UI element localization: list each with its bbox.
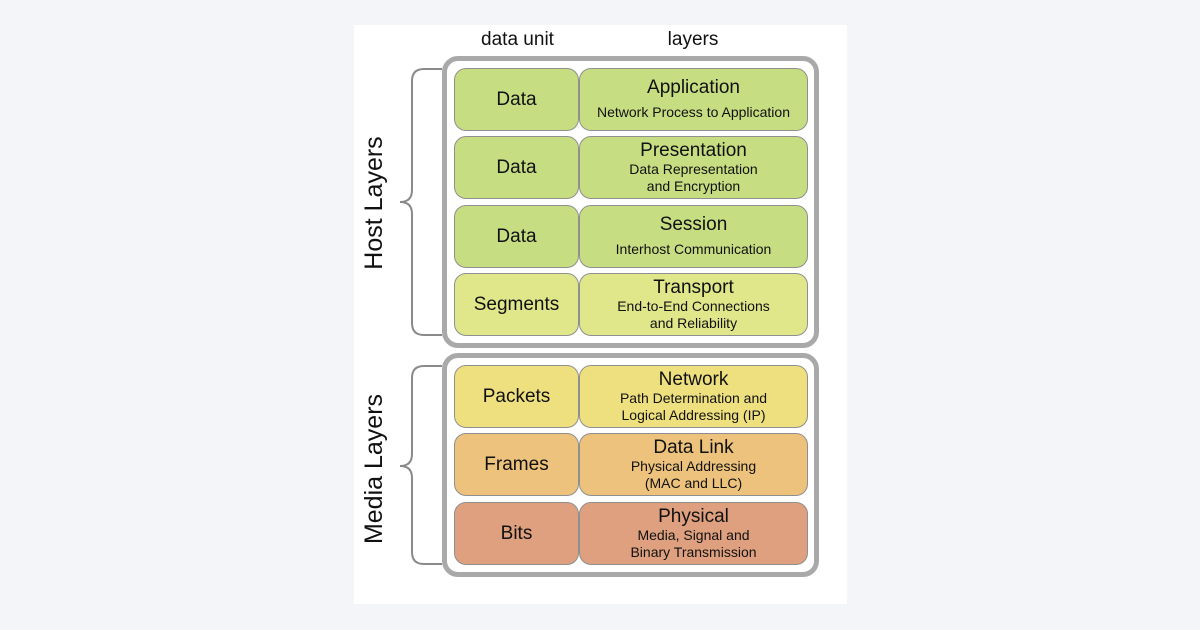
media-layers-group [442,353,819,577]
layer-name: Application [647,77,740,98]
layer-name: Network [658,368,729,390]
layer-name: Physical [658,505,729,527]
host-layers-group [442,56,819,348]
data-unit-session: Data [454,205,579,268]
layer-name: Data Link [653,436,734,458]
data-unit-transport: Segments [454,273,579,336]
layer-description: Network Process to Application [597,104,790,120]
data-unit-physical: Bits [454,502,579,565]
layer-name: Transport [653,276,734,298]
layer-name: Presentation [640,139,747,161]
media-layers-brace [399,365,442,565]
host-layers-label: Host Layers [360,136,388,270]
data-unit-data-link: Frames [454,433,579,496]
header-layers: layers [667,29,719,50]
media-layers-label: Media Layers [360,393,388,545]
data-unit-application: Data [454,68,579,131]
host-layers-brace [399,68,442,336]
data-unit-network: Packets [454,365,579,428]
layer-description: Physical Addressing(MAC and LLC) [630,457,757,491]
header-data-unit: data unit [481,29,554,50]
data-unit-presentation: Data [454,136,579,199]
layer-description: Interhost Communication [615,241,772,257]
layer-name: Session [659,214,728,235]
